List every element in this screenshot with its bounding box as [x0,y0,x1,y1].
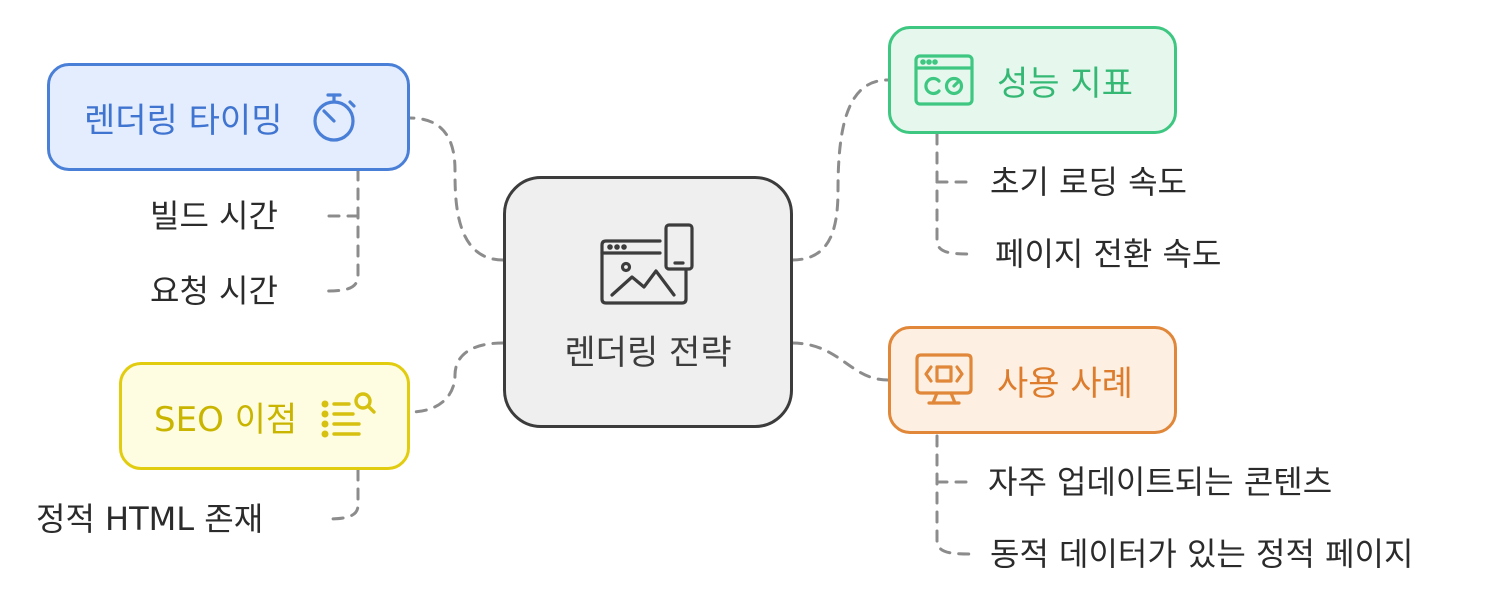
connector-usecases [790,341,890,382]
connector-seo-items [324,468,360,521]
connector-performance [790,78,890,262]
usecases-node: 사용 사례 [888,326,1177,434]
timing-label: 렌더링 타이밍 [84,100,283,141]
usecases-item-dynamic: 동적 데이터가 있는 정적 페이지 [990,535,1414,573]
stopwatch-icon [307,89,363,145]
usecases-label: 사용 사례 [997,363,1133,404]
seo-label: SEO 이점 [154,399,298,440]
center-label: 렌더링 전략 [564,332,732,373]
timing-node: 렌더링 타이밍 [47,63,410,171]
connector-timing-items [324,168,360,293]
connector-timing [408,116,505,262]
seo-node: SEO 이점 [119,362,410,470]
list-search-icon [319,388,379,444]
timing-item-build: 빌드 시간 [150,197,278,235]
performance-item-transition: 페이지 전환 속도 [995,235,1222,273]
connector-seo [408,341,505,414]
connector-usecases-items [935,434,972,556]
seo-item-static-html: 정적 HTML 존재 [36,500,264,538]
usecases-item-frequent: 자주 업데이트되는 콘텐츠 [988,463,1333,501]
connector-performance-items [935,132,972,256]
dashboard-window-icon [913,52,975,108]
performance-label: 성능 지표 [997,63,1133,104]
center-node: 렌더링 전략 [503,176,793,428]
browser-mobile-icon [598,221,698,309]
performance-item-initial: 초기 로딩 속도 [990,163,1187,201]
performance-node: 성능 지표 [888,26,1177,134]
timing-item-request: 요청 시간 [150,272,278,310]
code-monitor-icon [913,351,975,409]
